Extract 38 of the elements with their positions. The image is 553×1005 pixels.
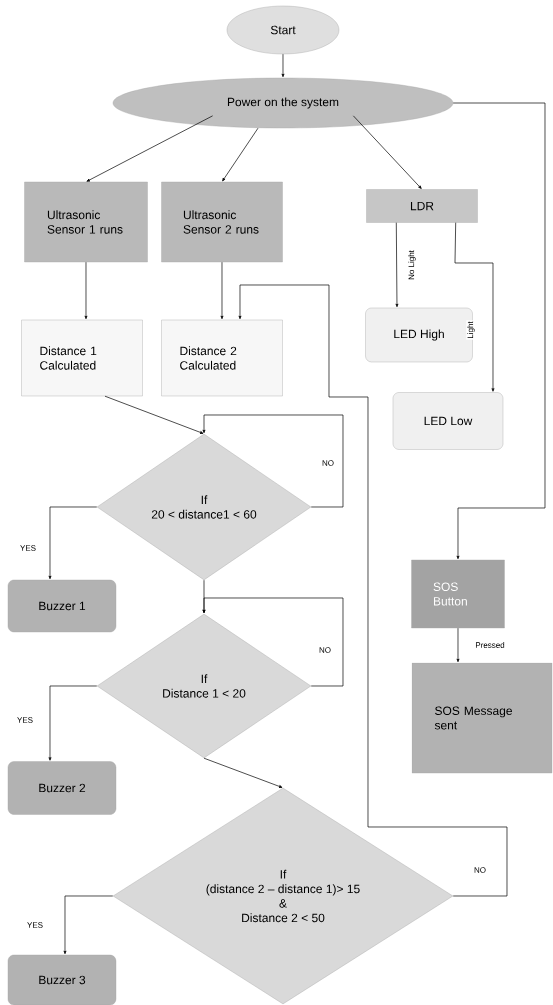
arrow — [452, 102, 546, 560]
arrow — [222, 127, 259, 182]
rounded-box: Buzzer 2 — [7, 761, 117, 815]
arrow — [203, 757, 283, 788]
arrow — [395, 222, 399, 308]
edge-label: No Light — [407, 249, 417, 281]
edge-label: NO — [321, 459, 335, 467]
arrow — [281, 53, 285, 78]
arrow — [48, 685, 98, 761]
rounded-box: Buzzer 3 — [7, 954, 117, 1005]
arrow — [456, 627, 460, 663]
arrow — [353, 115, 422, 189]
edge-label: Pressed — [474, 641, 506, 649]
process-box: Ultrasonic Sensor 1 runs — [24, 181, 148, 263]
process-box: Distance 2 Calculated — [161, 319, 283, 397]
arrow — [202, 414, 344, 508]
rounded-box: LED Low — [392, 392, 504, 450]
edge-label: YES — [16, 716, 34, 724]
arrow — [238, 284, 508, 897]
arrow — [220, 261, 224, 320]
edge-label: NO — [473, 866, 487, 874]
process-box: Distance 1 Calculated — [21, 319, 143, 397]
edge-label: YES — [26, 921, 44, 929]
arrow — [48, 506, 98, 580]
rounded-box: Buzzer 1 — [7, 579, 117, 633]
edge-label: NO — [318, 646, 332, 654]
edge-label: Light — [466, 320, 476, 340]
arrow — [454, 222, 495, 392]
arrow — [104, 395, 204, 434]
process-box: SOS Button — [411, 559, 505, 629]
edge-label: YES — [19, 544, 37, 552]
arrow — [202, 597, 344, 687]
arrow — [63, 895, 114, 955]
process-box: Ultrasonic Sensor 2 runs — [161, 181, 283, 263]
arrow — [84, 261, 88, 320]
process-box: SOS Message sent — [411, 662, 553, 774]
arrow — [86, 115, 213, 182]
process-box: LDR — [366, 189, 478, 223]
